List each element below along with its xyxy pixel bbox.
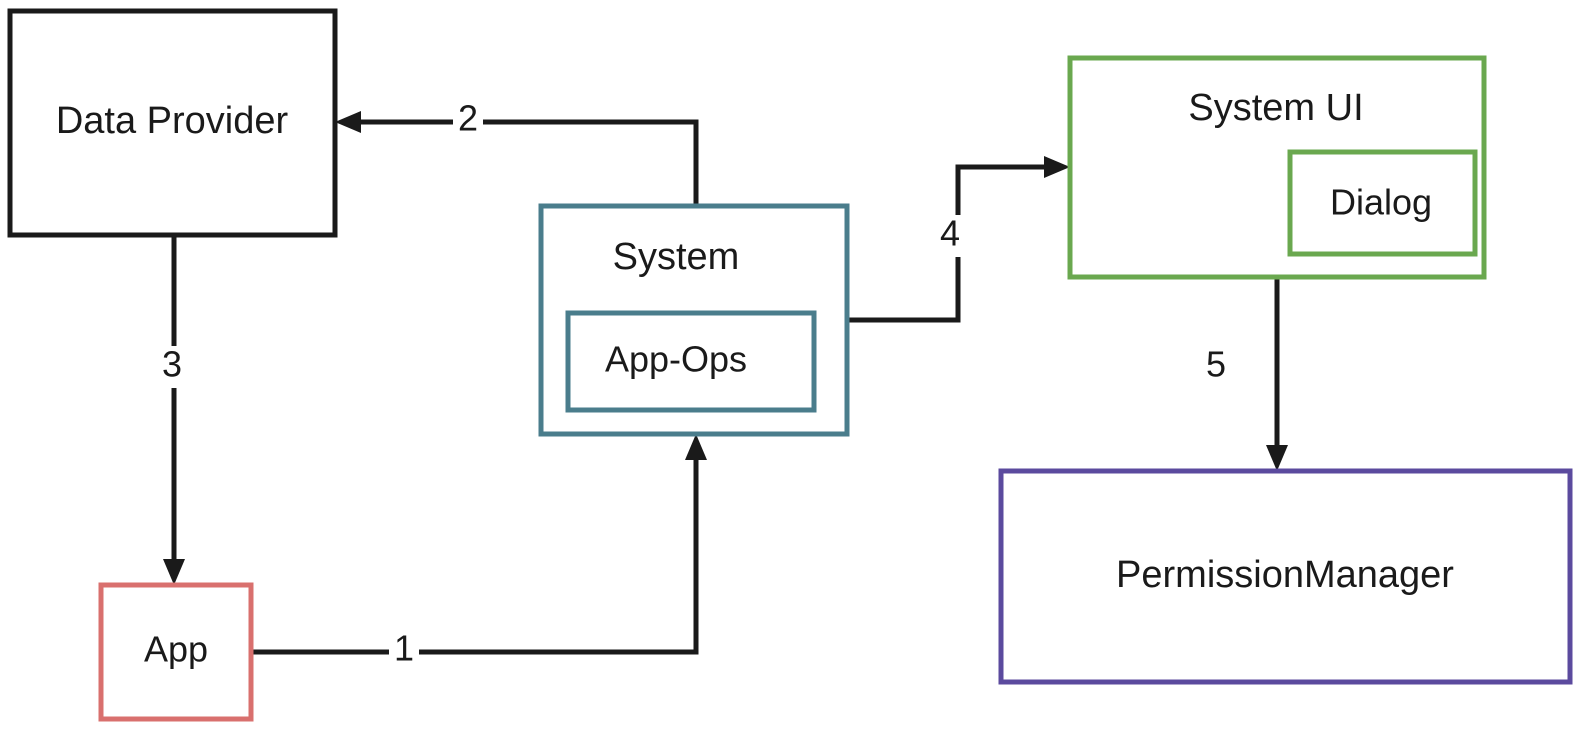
arrow-head-icon	[1044, 156, 1070, 178]
node-label-system: System	[613, 236, 740, 278]
edge-line-1	[251, 448, 699, 655]
edge-label-5: 5	[1206, 344, 1226, 385]
node-label-permission-manager: PermissionManager	[1116, 554, 1454, 596]
node-label-data-provider: Data Provider	[56, 100, 289, 142]
node-label-app-ops: App-Ops	[605, 339, 747, 380]
node-permission-manager[interactable]: PermissionManager	[998, 468, 1573, 685]
edge-label-backdrop	[157, 346, 187, 388]
edge-1	[251, 434, 707, 655]
edge-3	[163, 235, 185, 585]
edge-label-group-3: 3	[157, 344, 187, 388]
node-box-permission-manager[interactable]	[998, 468, 1573, 685]
edge-label-4: 4	[940, 213, 960, 254]
edge-2	[335, 111, 699, 206]
node-box-dialog[interactable]	[1287, 149, 1478, 257]
node-box-app-ops[interactable]	[565, 310, 817, 413]
node-label-dialog: Dialog	[1330, 182, 1432, 223]
edge-label-backdrop	[389, 630, 419, 672]
node-data-provider[interactable]: Data Provider	[7, 8, 338, 238]
node-app-ops[interactable]: App-Ops	[565, 310, 817, 413]
edge-line-2	[349, 119, 699, 206]
edge-5	[1266, 277, 1288, 471]
edge-label-group-5: 5	[1201, 344, 1231, 388]
edge-label-backdrop	[453, 100, 483, 142]
node-box-app[interactable]	[98, 582, 254, 722]
arrow-head-icon	[1266, 445, 1288, 471]
edge-label-group-2: 2	[453, 98, 483, 142]
arrow-head-icon	[163, 559, 185, 585]
edge-labels-layer: 1 2 3 4 5	[157, 98, 1231, 672]
node-label-app: App	[144, 629, 208, 670]
node-dialog[interactable]: Dialog	[1287, 149, 1478, 257]
node-label-system-ui: System UI	[1188, 87, 1363, 129]
edge-label-group-4: 4	[935, 213, 965, 257]
edge-label-backdrop	[1201, 346, 1231, 388]
edge-label-group-1: 1	[389, 628, 419, 672]
edge-label-2: 2	[458, 98, 478, 139]
edge-label-1: 1	[394, 628, 414, 669]
node-box-data-provider[interactable]	[7, 8, 338, 238]
edge-label-3: 3	[162, 344, 182, 385]
node-app[interactable]: App	[98, 582, 254, 722]
arrow-head-icon	[335, 111, 361, 133]
edge-label-backdrop	[935, 215, 965, 257]
arrow-head-icon	[685, 434, 707, 460]
